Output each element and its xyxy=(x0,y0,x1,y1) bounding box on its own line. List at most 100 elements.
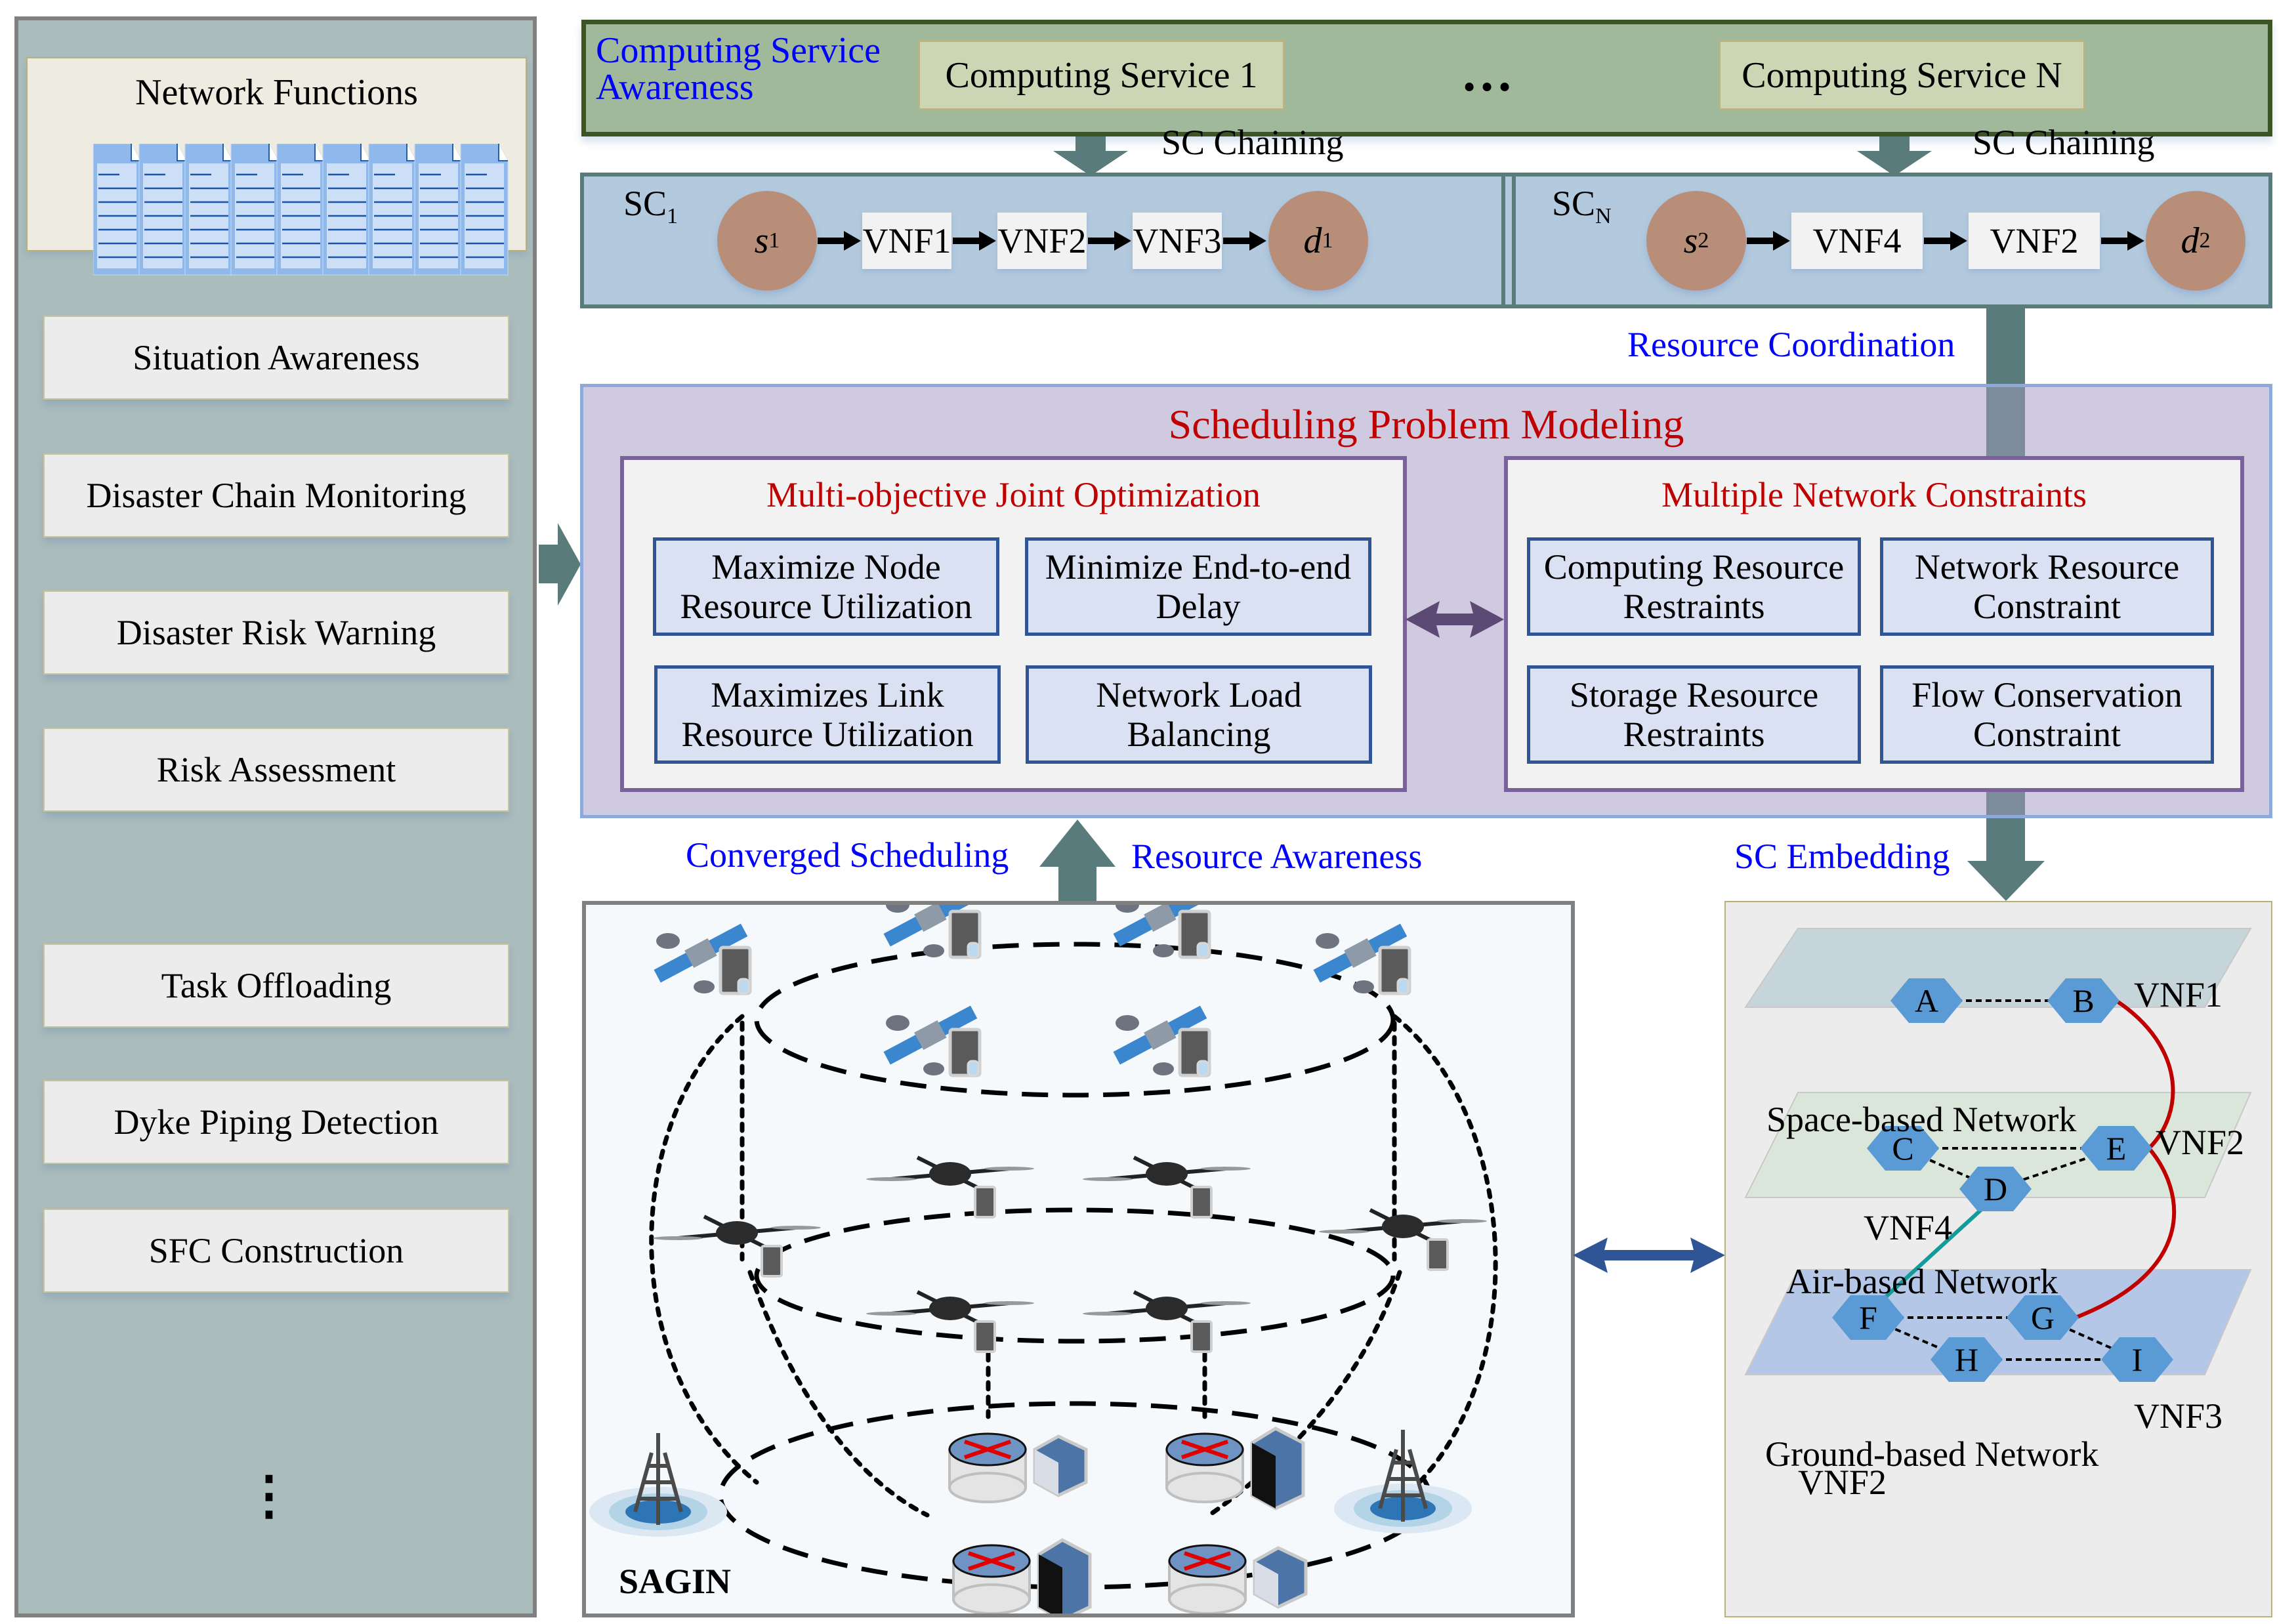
hexagon-node-b: B xyxy=(2047,978,2119,1023)
network-functions-title: Network Functions xyxy=(135,72,418,113)
sagin-network-panel: SAGIN xyxy=(582,901,1575,1617)
satellite-orbit-ring xyxy=(754,942,1396,1098)
chain-arrow-icon xyxy=(953,231,996,251)
switch-icon xyxy=(1253,1546,1308,1609)
satellite-icon xyxy=(883,905,982,959)
database-icon xyxy=(1396,978,1409,995)
vnf-box[interactable]: VNF2 xyxy=(1969,213,2100,269)
hexagon-node-a: A xyxy=(1890,978,1963,1023)
database-icon xyxy=(967,1060,980,1077)
document-icon xyxy=(93,144,141,276)
computing-service-1[interactable]: Computing Service 1 xyxy=(919,41,1284,110)
objective-load-balancing[interactable]: Network Load Balancing xyxy=(1026,665,1372,764)
drone-icon xyxy=(866,1290,1034,1353)
database-icon xyxy=(967,942,980,959)
resource-awareness-label: Resource Awareness xyxy=(1131,837,1423,876)
hexagon-node-f: F xyxy=(1832,1295,1904,1340)
satellite-tower-link xyxy=(649,1014,759,1485)
vnf-box[interactable]: VNF3 xyxy=(1133,213,1222,269)
arrow-down-icon xyxy=(1857,136,1932,176)
computing-service-label: Computing Service N xyxy=(1742,54,2062,96)
ground-layer-label: Ground-based Network xyxy=(1765,1434,2099,1474)
document-icon xyxy=(230,144,279,276)
function-item-risk-assessment[interactable]: Risk Assessment xyxy=(43,728,509,812)
node-label: C xyxy=(1892,1130,1913,1167)
server-rack-icon xyxy=(1250,1426,1305,1510)
server-rack-icon xyxy=(1037,1538,1092,1614)
constraints-panel: Multiple Network Constraints Computing R… xyxy=(1504,456,2244,792)
function-item-label: Task Offloading xyxy=(161,966,392,1005)
drone-icon xyxy=(1083,1290,1251,1353)
bidirectional-arrow-icon xyxy=(1573,1238,1725,1273)
document-icon xyxy=(138,144,187,276)
space-layer-label: Space-based Network xyxy=(1766,1100,2077,1139)
database-icon xyxy=(737,978,750,995)
function-item-disaster-chain-monitoring[interactable]: Disaster Chain Monitoring xyxy=(43,453,509,537)
server-icon xyxy=(1427,1238,1449,1271)
constraint-storage-resource[interactable]: Storage Resource Restraints xyxy=(1527,665,1861,764)
function-item-sfc-construction[interactable]: SFC Construction xyxy=(43,1209,509,1293)
router-icon xyxy=(1168,1544,1308,1614)
objectives-panel: Multi-objective Joint Optimization Maxim… xyxy=(620,456,1407,792)
function-item-disaster-risk-warning[interactable]: Disaster Risk Warning xyxy=(43,591,509,675)
node-label: E xyxy=(2106,1130,2127,1167)
constraint-flow-conservation[interactable]: Flow Conservation Constraint xyxy=(1880,665,2214,764)
network-functions-panel xyxy=(14,16,537,1617)
objective-link-utilization[interactable]: Maximizes Link Resource Utilization xyxy=(654,665,1001,764)
chain-arrow-icon xyxy=(818,231,861,251)
node-label: B xyxy=(2072,982,2094,1019)
satellite-tower-link xyxy=(1392,1014,1498,1485)
document-icon xyxy=(414,144,463,276)
sagin-topology xyxy=(589,905,1498,1614)
vnf-box[interactable]: VNF1 xyxy=(862,213,951,269)
chain-divider xyxy=(1501,177,1516,304)
function-item-task-offloading[interactable]: Task Offloading xyxy=(43,944,509,1028)
objective-node-utilization[interactable]: Maximize Node Resource Utilization xyxy=(653,537,999,636)
function-item-label: Situation Awareness xyxy=(133,338,420,377)
scheduling-title: Scheduling Problem Modeling xyxy=(1168,401,1684,448)
sc1-embedding-path xyxy=(2074,999,2177,1320)
constraint-network-resource[interactable]: Network Resource Constraint xyxy=(1880,537,2214,636)
function-item-situation-awareness[interactable]: Situation Awareness xyxy=(43,316,509,400)
vnf-box[interactable]: VNF2 xyxy=(997,213,1087,269)
function-item-dyke-piping-detection[interactable]: Dyke Piping Detection xyxy=(43,1080,509,1164)
drone-icon xyxy=(866,1156,1034,1218)
node-label: D xyxy=(1984,1171,2007,1207)
constraint-computing-resource[interactable]: Computing Resource Restraints xyxy=(1527,537,1861,636)
virtual-link xyxy=(2042,1316,2138,1361)
computing-service-awareness-bar: Computing Service Awareness Computing Se… xyxy=(581,20,2272,136)
function-item-label: Dyke Piping Detection xyxy=(114,1102,439,1142)
document-icon xyxy=(184,144,233,276)
resource-coordination-connector xyxy=(1986,308,2025,387)
vnf-tag-b: VNF1 xyxy=(2134,975,2223,1014)
arrow-down-icon xyxy=(1967,818,2045,901)
vnf-box[interactable]: VNF4 xyxy=(1791,213,1923,269)
database-icon xyxy=(1196,942,1209,959)
resource-coordination-label: Resource Coordination xyxy=(1627,325,1955,364)
router-icon xyxy=(948,1432,1088,1503)
air-layer-plane xyxy=(1744,1092,2252,1198)
function-item-label: Disaster Chain Monitoring xyxy=(86,476,467,515)
hexagon-node-h: H xyxy=(1931,1337,2003,1382)
cell-tower-icon xyxy=(589,1433,727,1537)
vnf-tag-g: VNF3 xyxy=(2134,1396,2223,1436)
objective-end-to-end-delay[interactable]: Minimize End-to-end Delay xyxy=(1025,537,1371,636)
network-functions-header: Network Functions xyxy=(26,57,527,276)
more-items-ellipsis: ⋮ xyxy=(243,1467,295,1525)
air-layer-label: Air-based Network xyxy=(1786,1262,2058,1301)
computing-service-n[interactable]: Computing Service N xyxy=(1719,41,2085,110)
drone-icon xyxy=(1319,1208,1487,1271)
arrow-down-icon xyxy=(1053,136,1128,176)
sc-embedding-label: SC Embedding xyxy=(1734,837,1950,876)
server-icon xyxy=(1190,1320,1213,1353)
document-icon xyxy=(322,144,371,276)
hexagon-node-g: G xyxy=(2007,1295,2079,1340)
chain-arrow-icon xyxy=(2101,231,2144,251)
chain-arrow-icon xyxy=(1924,231,1967,251)
constraints-title: Multiple Network Constraints xyxy=(1661,475,2087,514)
